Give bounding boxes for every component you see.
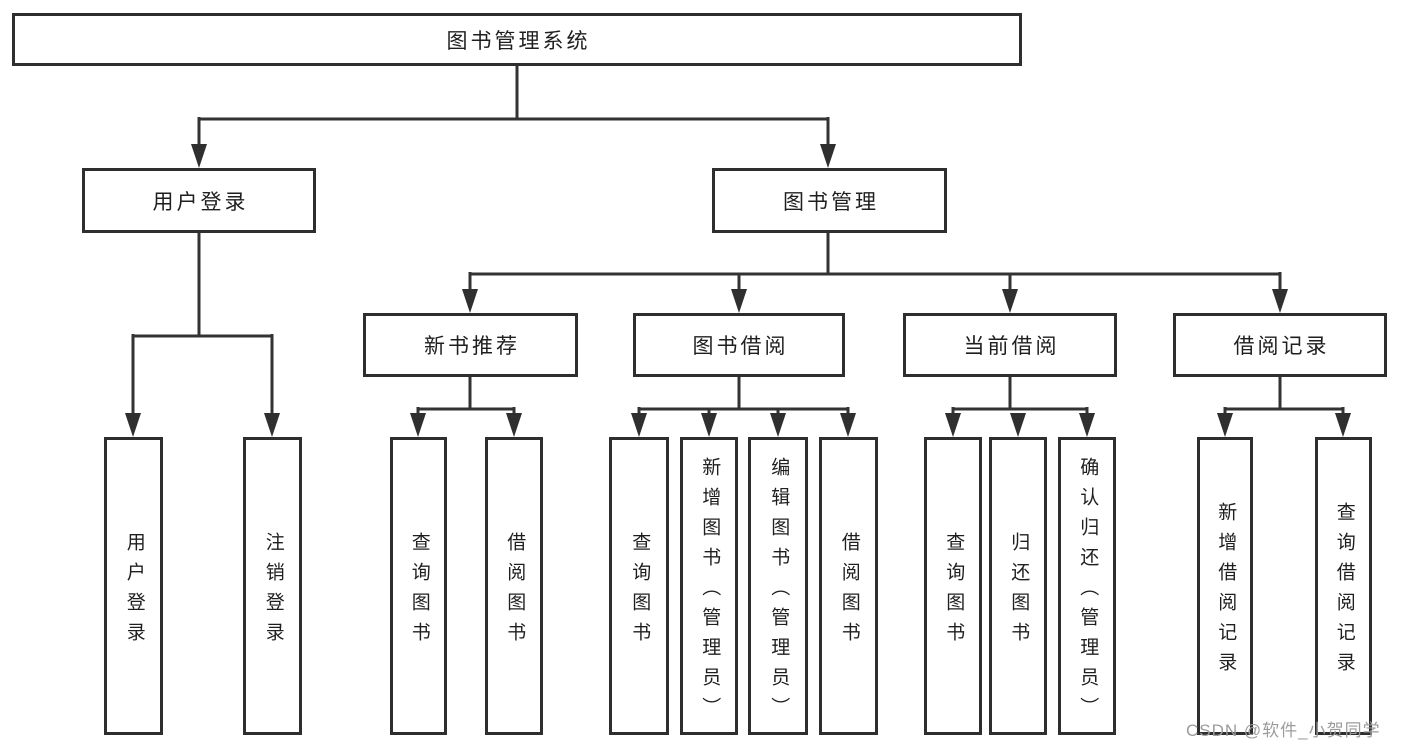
leaf-label: 查询图书 (408, 531, 430, 652)
leaf-add-borrow-record: 新增借阅记录 (1197, 437, 1253, 735)
leaf-label: 编辑图书（管理员） (768, 456, 790, 727)
leaf-query-books-recommend: 查询图书 (390, 437, 447, 735)
node-user-login: 用户登录 (82, 168, 316, 233)
node-book-borrowing: 图书借阅 (633, 313, 845, 377)
leaf-label: 查询图书 (943, 531, 965, 652)
leaf-edit-books-admin: 编辑图书（管理员） (748, 437, 808, 735)
leaf-logout: 注销登录 (243, 437, 302, 735)
leaf-query-books-borrowing: 查询图书 (609, 437, 669, 735)
leaf-label: 新增图书（管理员） (699, 456, 721, 727)
leaf-return-books: 归还图书 (989, 437, 1047, 735)
node-book-management: 图书管理 (712, 168, 947, 233)
node-library-management-system: 图书管理系统 (12, 13, 1022, 66)
node-label: 图书管理 (783, 190, 879, 214)
node-label: 用户登录 (152, 190, 249, 214)
watermark-text: CSDN @软件_小贺同学 (1186, 721, 1381, 740)
leaf-label: 查询图书 (629, 531, 651, 652)
leaf-label: 注销登录 (262, 531, 284, 652)
node-label: 借阅记录 (1233, 335, 1330, 358)
leaf-label: 归还图书 (1008, 531, 1030, 652)
leaf-label: 查询借阅记录 (1333, 501, 1355, 682)
leaf-borrow-books: 借阅图书 (819, 437, 878, 735)
leaf-borrow-books-recommend: 借阅图书 (485, 437, 543, 735)
node-new-book-recommend: 新书推荐 (363, 313, 578, 377)
leaf-label: 借阅图书 (504, 531, 526, 652)
leaf-user-login: 用户登录 (104, 437, 163, 735)
leaf-confirm-return-admin: 确认归还（管理员） (1058, 437, 1116, 735)
leaf-label: 借阅图书 (838, 531, 860, 652)
node-borrowing-records: 借阅记录 (1173, 313, 1387, 377)
node-label: 图书管理系统 (446, 29, 591, 53)
leaf-query-books-current: 查询图书 (924, 437, 982, 735)
leaf-query-borrow-record: 查询借阅记录 (1315, 437, 1372, 735)
leaf-label: 确认归还（管理员） (1077, 456, 1099, 727)
node-current-borrowing: 当前借阅 (903, 313, 1117, 377)
leaf-label: 新增借阅记录 (1215, 501, 1237, 682)
leaf-label: 用户登录 (123, 531, 145, 652)
node-label: 新书推荐 (424, 335, 520, 358)
node-label: 图书借阅 (692, 335, 789, 358)
leaf-add-books-admin: 新增图书（管理员） (680, 437, 738, 735)
node-label: 当前借阅 (963, 335, 1060, 358)
